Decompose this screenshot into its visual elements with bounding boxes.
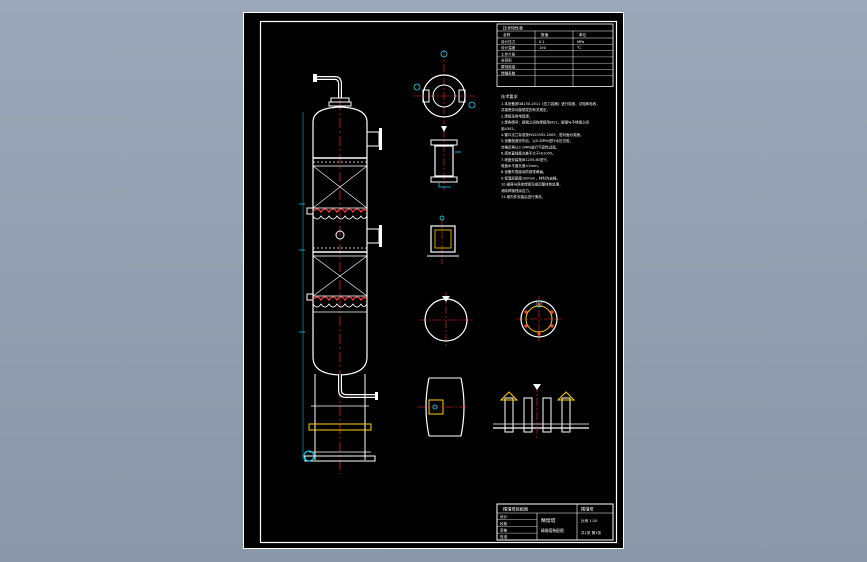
- bottom-outlet-pipe: [338, 374, 375, 398]
- inner-border: [259, 20, 618, 544]
- title-scale: 比例 1:20: [581, 518, 598, 523]
- note-line: 2.焊接采用电弧焊。: [501, 113, 532, 118]
- tech-table-cell: 工作介质: [501, 51, 516, 56]
- detail-plan-2: [516, 296, 562, 342]
- note-line: 合格后再以0.1MPa进行气密性试验。: [501, 144, 559, 149]
- detail-top-plan: [413, 50, 476, 124]
- note-line: 4.管口法兰标准按HG20592-2009，密封面为突面。: [501, 132, 584, 137]
- tech-table-cell: 设计压力: [501, 39, 516, 44]
- title-drawing-name: 精馏塔: [581, 506, 594, 513]
- tech-table-cell: 设计温度: [501, 45, 516, 50]
- vapor-outlet-pipe: [315, 76, 342, 98]
- notes-title: 技术要求: [501, 93, 519, 100]
- tech-table-cell: ℃: [577, 46, 581, 50]
- tech-table-header: 数值: [541, 32, 549, 37]
- detail-nozzle-1: [430, 126, 461, 190]
- title-main-name: 精馏塔: [541, 517, 556, 524]
- note-line: 用A302。: [501, 127, 517, 131]
- note-line: 11.塔内件安装后进行清洗。: [501, 194, 545, 199]
- manway: [335, 230, 345, 240]
- note-line: 7.塔盘安装按JB1205-80进行，: [501, 157, 550, 162]
- outlet-flange: [313, 74, 317, 82]
- title-project: 精馏塔装配图: [503, 506, 528, 513]
- tech-table-cell: 腐蚀裕量: [501, 64, 516, 69]
- outer-border: [243, 12, 624, 549]
- tech-table-header: 名称: [503, 32, 511, 37]
- note-line: 5.设备制造完毕后，以0.2MPa进行水压试验，: [501, 138, 573, 143]
- column-elevation: [299, 74, 382, 474]
- note-line: 3.焊条牌号：碳钢之间的焊接用J422，碳钢与不锈钢之间: [501, 120, 590, 125]
- title-role: 审核: [500, 528, 508, 533]
- tech-table-cell: 0.1: [539, 40, 545, 44]
- note-line: 1.本设备按GB150-2011《压力容器》进行制造、试验和验收，: [501, 101, 600, 106]
- note-line: 8.设备外表面涂防锈漆两遍。: [501, 169, 546, 174]
- nozzle-upper: [366, 131, 380, 147]
- support-grid-2: [312, 296, 368, 302]
- packing-bed-1: [312, 165, 368, 209]
- detail-plan-1: [419, 292, 473, 346]
- detail-skirt-section: [417, 377, 469, 437]
- anchor-bolt: [303, 450, 315, 462]
- tech-table-header: 单位: [579, 32, 587, 37]
- support-grid-1: [312, 208, 368, 214]
- note-line: 消除焊接残余应力。: [501, 188, 533, 193]
- title-role: 校核: [500, 521, 508, 526]
- note-line: 并接受劳动部颁发的有关规定。: [501, 107, 550, 112]
- note-line: 塔盘水平度允差±2mm。: [501, 163, 541, 168]
- note-line: 10.裙座与塔体焊接完成后整体热处理，: [501, 182, 563, 187]
- base-ring: [308, 423, 372, 431]
- drawing-sheet: 技术特性表名称 数值 单位设计压力 0.1 MPa 设计温度 150 ℃ 工作介质全容积腐蚀裕量…: [243, 12, 624, 549]
- tech-table-title: 技术特性表: [503, 25, 523, 31]
- detail-nozzle-2: [427, 215, 459, 264]
- tech-table-cell: 全容积: [501, 58, 512, 63]
- tech-table-cell: 150: [539, 46, 547, 50]
- nozzle-middle: [366, 228, 380, 244]
- note-line: 9.保温层厚度100mm，材料为岩棉。: [501, 175, 560, 180]
- tech-table-cell: MPa: [577, 40, 584, 44]
- title-block: 精馏塔装配图精馏塔设计校核审核批准精馏塔精馏塔装配图比例 1:20共1张 第1张: [496, 503, 614, 541]
- title-role: 设计: [500, 514, 508, 519]
- top-head: [312, 106, 368, 123]
- tech-table-cell: 焊缝系数: [501, 70, 516, 75]
- note-line: 6.塔体直线度允差不大于H/1000。: [501, 151, 556, 156]
- title-subname: 精馏塔装配图: [541, 528, 564, 533]
- title-role: 批准: [500, 534, 508, 539]
- packing-bed-2: [312, 255, 368, 297]
- title-sheet: 共1张 第1张: [581, 530, 601, 535]
- detail-distributor: [493, 384, 589, 438]
